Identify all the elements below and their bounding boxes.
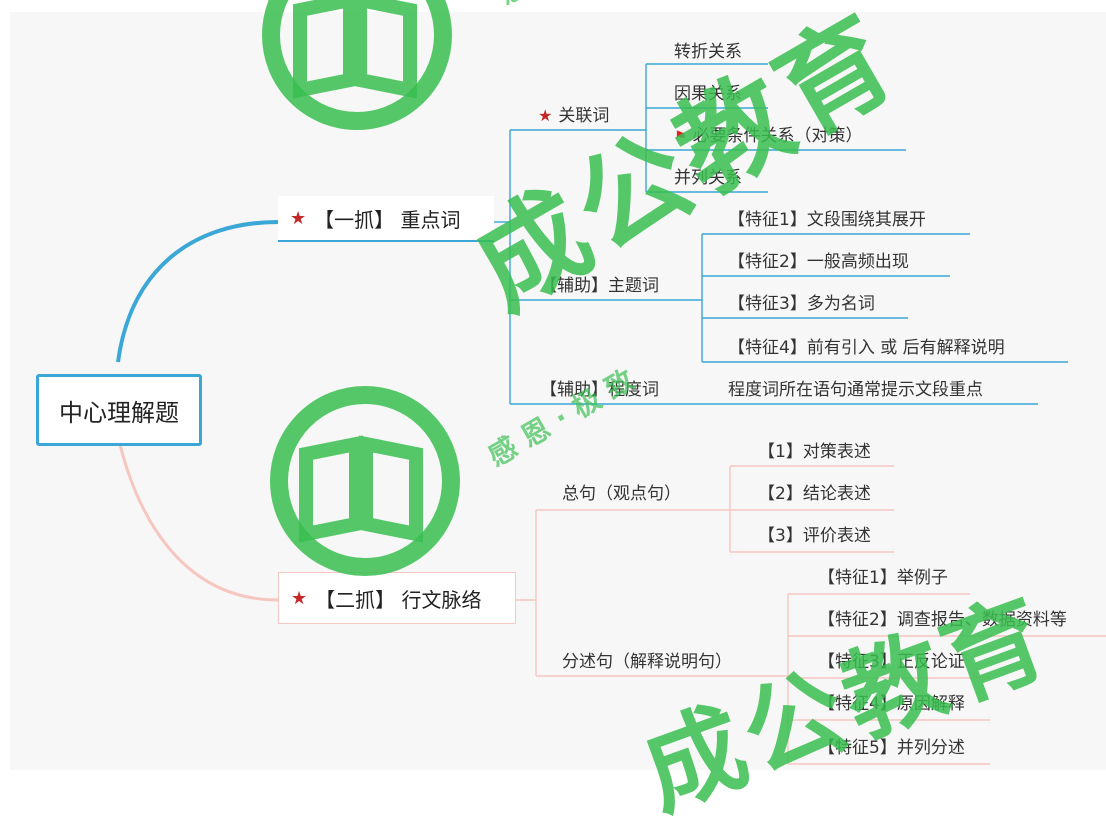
node-guanlianci[interactable]: ★ 关联词 [538, 106, 609, 126]
leaf-item[interactable]: 【特征2】调查报告、数据资料等 [818, 610, 1067, 630]
star-icon: ★ [291, 587, 308, 609]
node-zongju[interactable]: 总句（观点句） [562, 484, 681, 504]
leaf-item[interactable]: 【3】评价表述 [758, 526, 871, 546]
node-guanlianci-label: 关联词 [558, 106, 610, 126]
leaf-item[interactable]: 【2】结论表述 [758, 484, 871, 504]
root-node[interactable]: 中心理解题 [36, 374, 202, 446]
leaf-item[interactable]: 因果关系 [674, 84, 742, 104]
star-icon: ★ [290, 207, 307, 229]
leaf-item[interactable]: 程度词所在语句通常提示文段重点 [728, 380, 983, 400]
leaf-item[interactable]: 【特征1】举例子 [818, 568, 948, 588]
branch-structure-label: 【二抓】 行文脉络 [315, 587, 482, 612]
mind-map-canvas: 中心理解题 ★ 【一抓】 重点词 ★ 关联词 转折关系 因果关系 ⚑ 必要条件关系（… [10, 12, 1106, 770]
watermark-slogan: 感恩·极致·口碑 [490, 0, 743, 13]
branch-key-words-label: 【一抓】 重点词 [314, 207, 461, 232]
branch-key-words[interactable]: ★ 【一抓】 重点词 [278, 196, 494, 242]
leaf-item[interactable]: 【特征3】正反论证 [818, 652, 965, 672]
node-chengduci[interactable]: 【辅助】程度词 [540, 380, 659, 400]
branch-structure[interactable]: ★ 【二抓】 行文脉络 [278, 572, 516, 624]
leaf-item[interactable]: 【特征4】前有引入 或 后有解释说明 [728, 338, 1005, 358]
star-icon: ★ [538, 106, 553, 125]
leaf-item-label: 必要条件关系（对策） [692, 126, 863, 146]
leaf-item-necessary-condition[interactable]: ⚑ 必要条件关系（对策） [674, 126, 863, 147]
connector-lines [116, 63, 1106, 765]
leaf-item[interactable]: 转折关系 [674, 42, 742, 62]
leaf-item[interactable]: 并列关系 [674, 168, 742, 188]
leaf-item[interactable]: 【特征4】原因解释 [818, 694, 965, 714]
node-zhutici[interactable]: 【辅助】主题词 [540, 276, 659, 296]
leaf-item[interactable]: 【1】对策表述 [758, 442, 871, 462]
root-label: 中心理解题 [59, 398, 179, 427]
node-fenshuju[interactable]: 分述句（解释说明句） [562, 652, 732, 672]
leaf-item[interactable]: 【特征3】多为名词 [728, 294, 875, 314]
leaf-item[interactable]: 【特征1】文段围绕其展开 [728, 210, 926, 230]
flag-icon: ⚑ [674, 129, 687, 145]
leaf-item[interactable]: 【特征5】并列分述 [818, 738, 965, 758]
leaf-item[interactable]: 【特征2】一般高频出现 [728, 252, 909, 272]
